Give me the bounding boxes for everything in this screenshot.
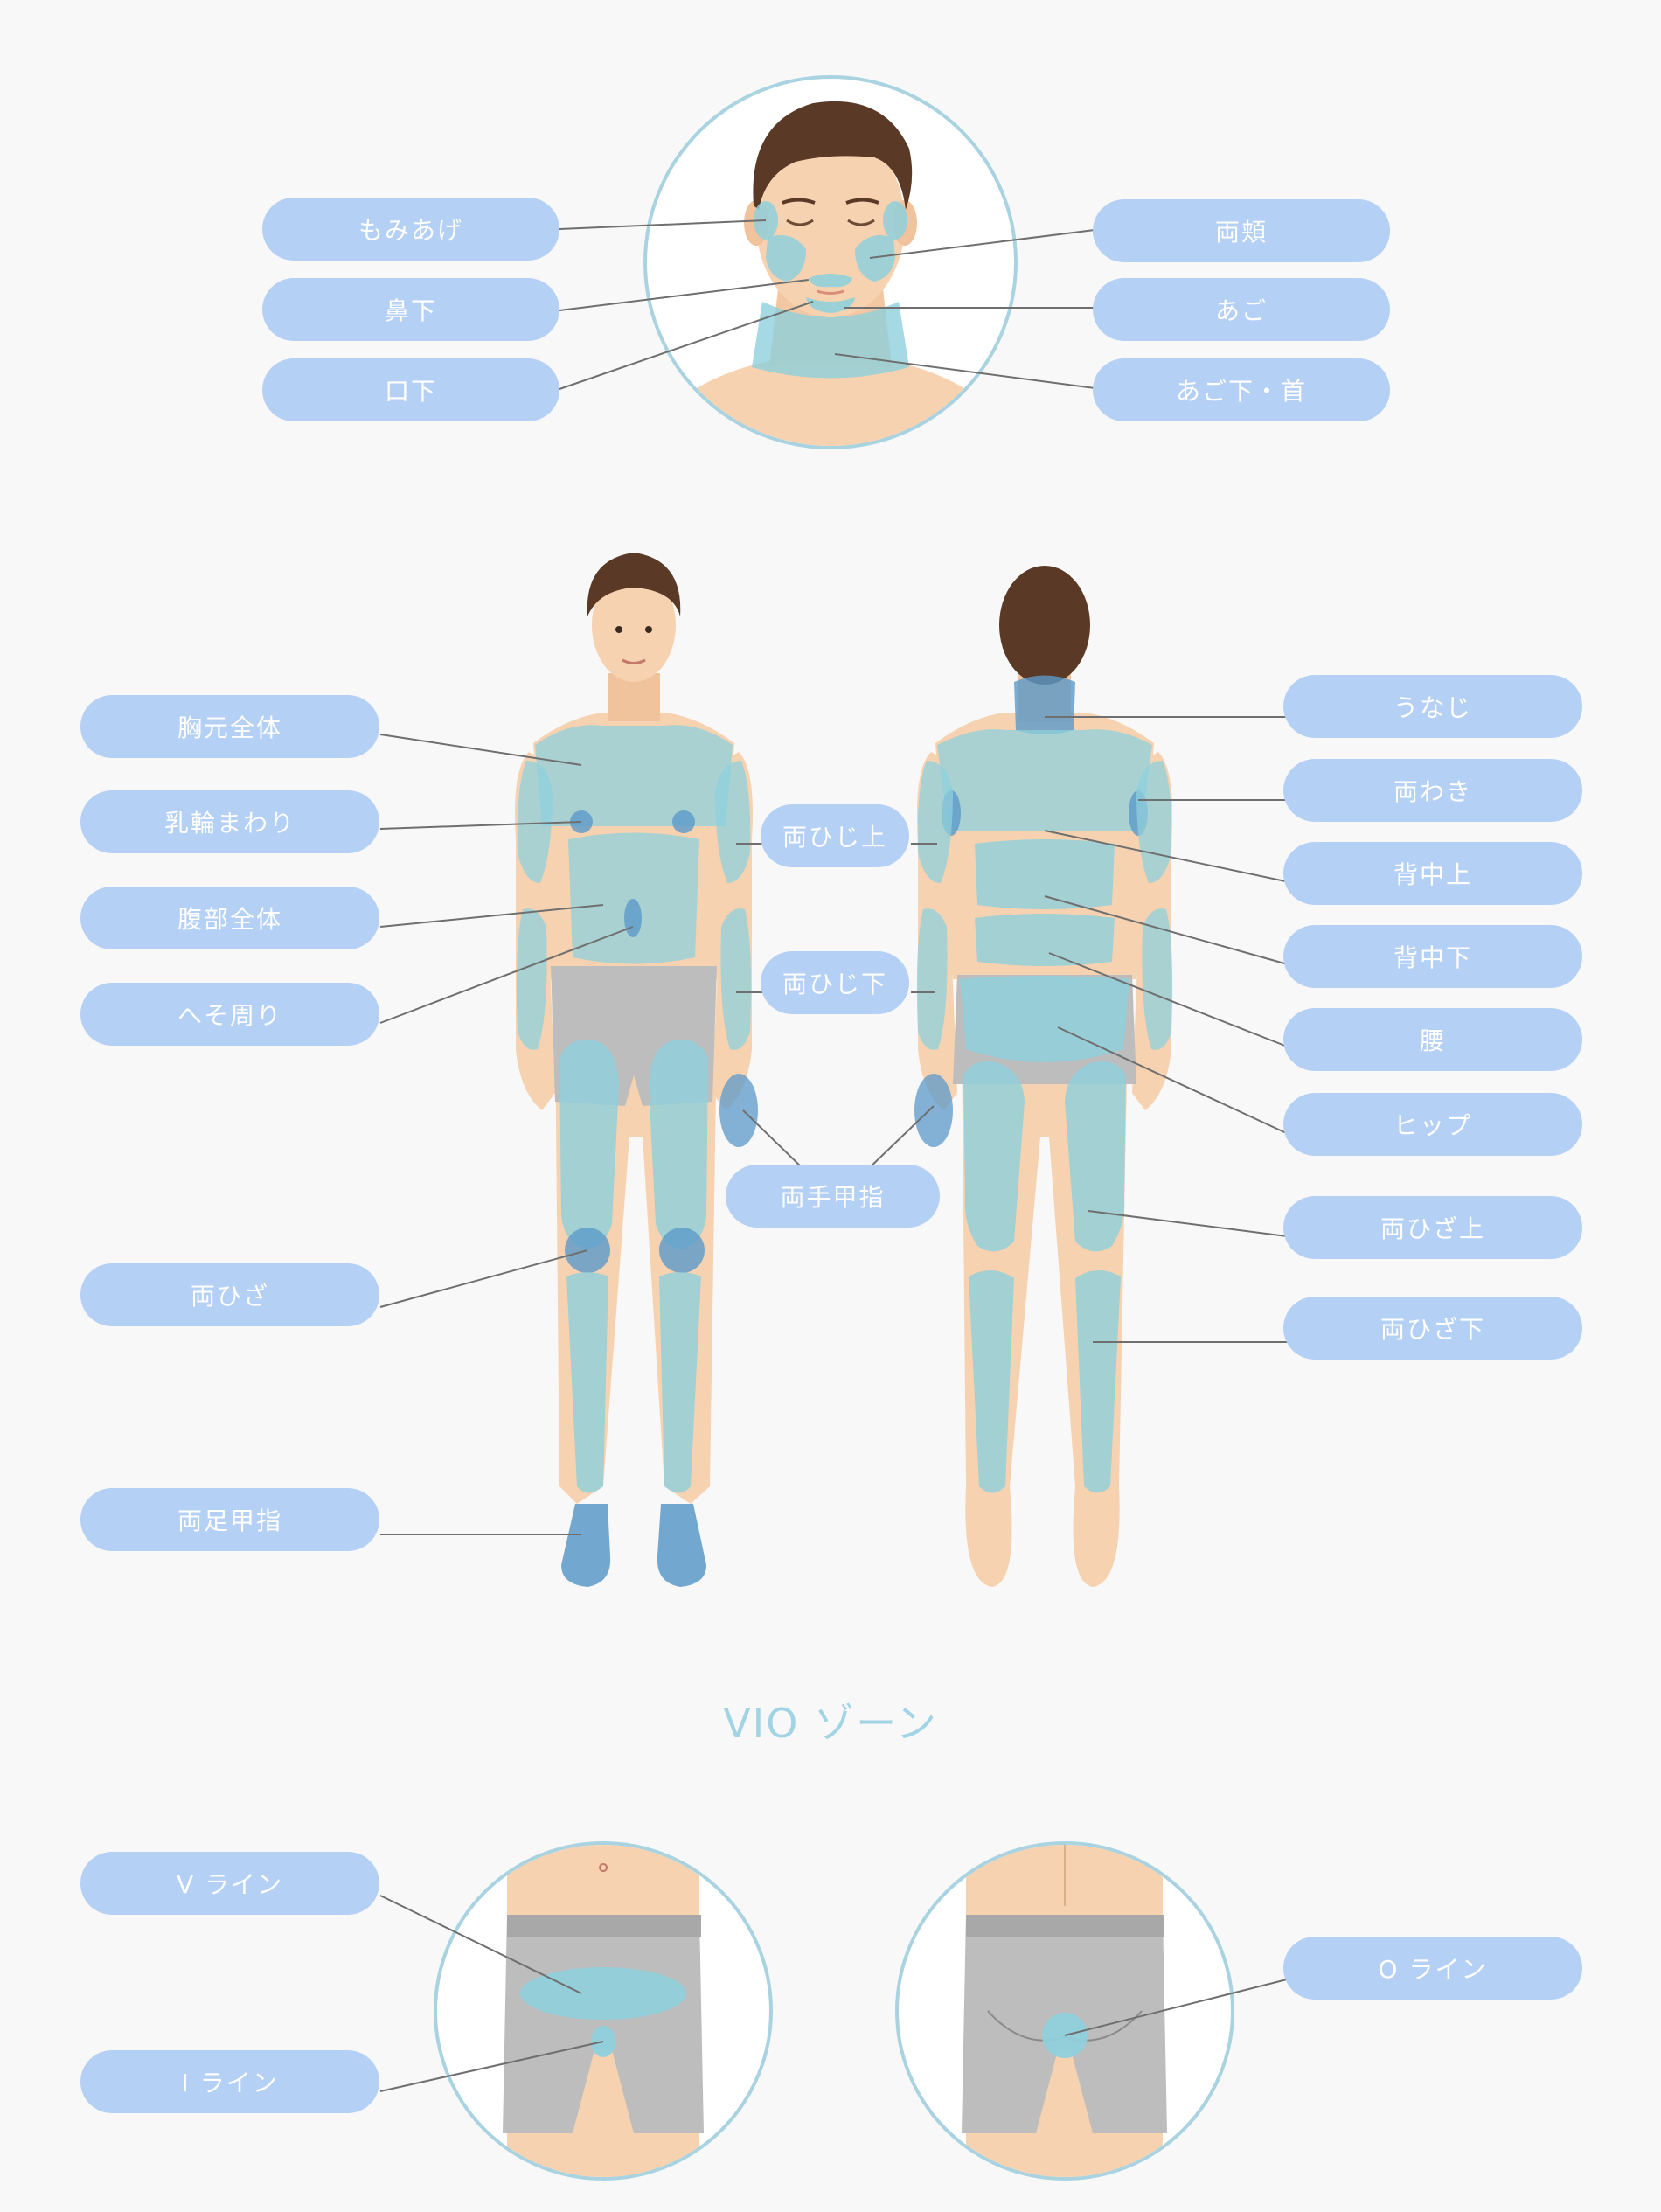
label-hiji-shita[interactable]: 両ひじ下 bbox=[761, 951, 909, 1014]
knee-zone-right bbox=[659, 1228, 705, 1273]
nipple-zone-right bbox=[672, 810, 695, 833]
body-leader-lines bbox=[379, 716, 1295, 1535]
label-ago[interactable]: あご bbox=[1093, 278, 1390, 341]
label-hip[interactable]: ヒップ bbox=[1283, 1093, 1582, 1156]
label-momiage[interactable]: もみあげ bbox=[262, 198, 559, 261]
navel-zone bbox=[624, 899, 642, 937]
cheek-zone-left bbox=[766, 234, 806, 282]
label-muna[interactable]: 胸元全体 bbox=[80, 695, 379, 758]
lower-back-zone bbox=[975, 914, 1115, 966]
label-fukubu[interactable]: 腹部全体 bbox=[80, 887, 379, 949]
upper-back-zone bbox=[975, 839, 1115, 909]
nape-zone bbox=[1014, 675, 1075, 734]
label-senaka-shita[interactable]: 背中下 bbox=[1283, 925, 1582, 988]
label-ashi[interactable]: 両足甲指 bbox=[80, 1488, 379, 1551]
upper-back-zone-shoulders bbox=[937, 729, 1152, 831]
face-leader-lines bbox=[559, 219, 1102, 390]
vio-leader-lines bbox=[379, 1895, 1295, 2092]
vio-section-title: VIO ゾーン bbox=[723, 1700, 938, 1747]
label-v-line[interactable]: V ライン bbox=[80, 1852, 379, 1915]
label-waki[interactable]: 両わき bbox=[1283, 759, 1582, 822]
front-body-illustration bbox=[515, 553, 758, 1587]
abdomen-zone bbox=[568, 832, 699, 964]
label-unaji[interactable]: うなじ bbox=[1283, 675, 1582, 738]
foot-zone-left bbox=[561, 1504, 611, 1587]
label-senaka-ue[interactable]: 背中上 bbox=[1283, 842, 1582, 905]
vio-front-illustration bbox=[434, 1841, 773, 2181]
label-kuchishita[interactable]: 口下 bbox=[262, 358, 559, 421]
lower-lip-zone bbox=[806, 297, 855, 313]
vio-back-illustration bbox=[895, 1841, 1234, 2181]
label-hiza-ue[interactable]: 両ひざ上 bbox=[1283, 1196, 1582, 1259]
foot-zone-right bbox=[657, 1504, 706, 1587]
v-line-zone bbox=[520, 1967, 686, 2020]
label-o-line[interactable]: O ライン bbox=[1283, 1937, 1582, 2000]
label-ryouhoho[interactable]: 両頬 bbox=[1093, 199, 1390, 262]
chest-zone bbox=[535, 725, 733, 826]
back-body-illustration bbox=[914, 566, 1173, 1587]
label-hiza-shita[interactable]: 両ひざ下 bbox=[1283, 1297, 1582, 1360]
face-illustration bbox=[643, 75, 1018, 449]
label-agoshita-kubi[interactable]: あご下・首 bbox=[1093, 358, 1390, 421]
cheek-zone-right bbox=[855, 234, 895, 282]
upper-lip-zone bbox=[809, 274, 852, 288]
label-nyurin[interactable]: 乳輪まわり bbox=[80, 790, 379, 853]
label-heso[interactable]: へそ周り bbox=[80, 983, 379, 1046]
label-koshi[interactable]: 腰 bbox=[1283, 1008, 1582, 1071]
label-hiza[interactable]: 両ひざ bbox=[80, 1263, 379, 1326]
label-te[interactable]: 両手甲指 bbox=[726, 1165, 940, 1228]
label-hanashita[interactable]: 鼻下 bbox=[262, 278, 559, 341]
label-i-line[interactable]: I ライン bbox=[80, 2050, 379, 2113]
sideburn-zone-right bbox=[883, 201, 907, 240]
label-hiji-ue[interactable]: 両ひじ上 bbox=[761, 804, 909, 867]
